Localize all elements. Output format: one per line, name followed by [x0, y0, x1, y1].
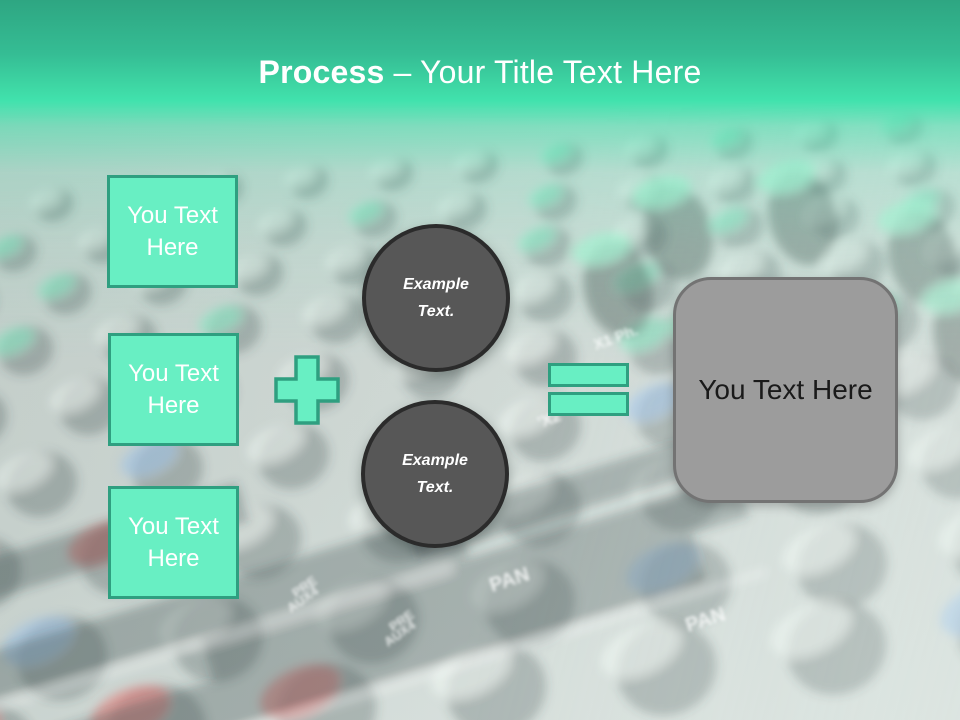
placeholder-box-label: You Text Here	[128, 512, 219, 572]
result-box-label: You Text Here	[698, 374, 873, 405]
slide-title: Process– Your Title Text Here	[0, 54, 960, 91]
example-circle-label: Example Text.	[402, 451, 468, 496]
equals-bar-top	[548, 363, 629, 387]
equals-icon[interactable]	[548, 363, 629, 416]
equals-bar-bottom	[548, 392, 629, 416]
placeholder-box-label: You Text Here	[128, 359, 219, 419]
placeholder-box-1[interactable]: You Text Here	[107, 175, 238, 288]
example-circle-2[interactable]: Example Text.	[361, 400, 509, 548]
example-circle-1[interactable]: Example Text.	[362, 224, 510, 372]
placeholder-box-2[interactable]: You Text Here	[108, 333, 239, 446]
plus-shape-path	[274, 355, 340, 425]
title-subtitle-text: – Your Title Text Here	[393, 54, 702, 90]
example-circle-label: Example Text.	[403, 275, 469, 320]
title-emphasis-text: Process	[258, 54, 385, 90]
plus-icon[interactable]	[272, 353, 342, 427]
result-box[interactable]: You Text Here	[673, 277, 898, 503]
placeholder-box-label: You Text Here	[127, 201, 218, 261]
placeholder-box-3[interactable]: You Text Here	[108, 486, 239, 599]
